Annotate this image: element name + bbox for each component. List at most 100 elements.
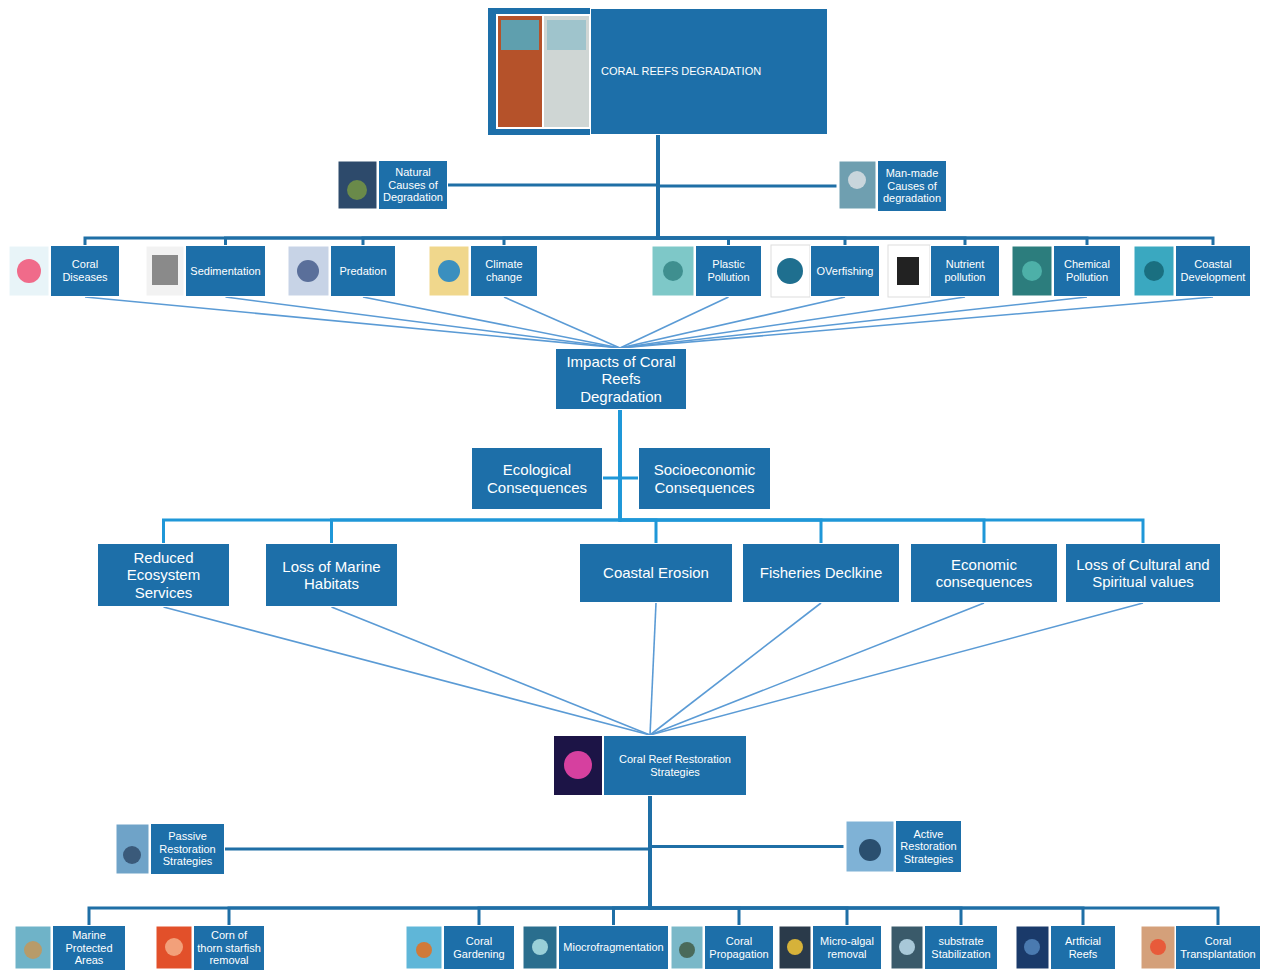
box-label: Coral Diseases: [54, 258, 116, 283]
icon: [152, 255, 178, 285]
box-label: OVerfishing: [817, 265, 874, 278]
cause-box: Coastal Development: [1175, 245, 1251, 297]
box-label: Predation: [339, 265, 386, 278]
connector: [89, 796, 650, 925]
title-box: CORAL REEFS DEGRADATION: [590, 8, 828, 135]
box-label: Socioeconomic Consequences: [642, 461, 767, 496]
cause-box: Predation: [330, 245, 396, 297]
strategy-item: Coral Gardening: [443, 925, 515, 970]
connector: [620, 410, 638, 478]
connector: [650, 796, 1083, 925]
connector: [164, 410, 621, 543]
box-label: Micro-algal removal: [816, 935, 878, 960]
icon: [848, 171, 866, 189]
icon: [532, 939, 548, 955]
cause-box: Chemical Pollution: [1053, 245, 1121, 297]
connector: [85, 297, 620, 348]
reef-photo: [543, 15, 590, 128]
box-label: Coastal Development: [1179, 258, 1247, 283]
connector: [504, 135, 658, 245]
connector: [658, 135, 845, 245]
cause-box: Plastic Pollution: [695, 245, 762, 297]
icon: [859, 839, 881, 861]
box-label: Coral Reef Restoration Strategies: [607, 753, 743, 778]
strategy-item: substrate Stabilization: [924, 925, 998, 970]
box-label: Climate change: [474, 258, 534, 283]
strategy-box: Coral Reef Restoration Strategies: [603, 735, 747, 796]
box-label: Artficial Reefs: [1054, 935, 1112, 960]
icon: [778, 925, 812, 970]
strategy-item: Marine Protected Areas: [52, 925, 126, 971]
box-label: Loss of Marine Habitats: [269, 558, 394, 593]
consequence-box: Fisheries Declkine: [742, 543, 900, 603]
icon: [845, 820, 895, 873]
icon: [663, 261, 683, 281]
box-label: Corn of thorn starfish removal: [197, 929, 261, 967]
connector: [504, 297, 620, 348]
title-panel: [488, 8, 590, 135]
strategy-item: Coral Propagation: [704, 925, 774, 970]
icon: [771, 245, 810, 297]
icon: [287, 245, 330, 297]
icon: [522, 925, 558, 970]
icon: [890, 925, 924, 970]
strategy-item: Coral Transplantation: [1175, 925, 1261, 970]
cause-box: OVerfishing: [810, 245, 880, 297]
icon: [1024, 939, 1040, 955]
icon: [416, 942, 432, 958]
icon: [899, 939, 915, 955]
box-label: Natural Causes of Degradation: [382, 166, 444, 204]
icon: [8, 245, 50, 297]
icon: [17, 259, 41, 283]
reef-photo: [547, 20, 586, 50]
icon: [337, 160, 378, 210]
icon: [888, 245, 930, 297]
box-label: Impacts of Coral Reefs Degradation: [559, 353, 683, 405]
box-label: substrate Stabilization: [928, 935, 994, 960]
connector: [650, 796, 847, 925]
consequence-box: Economic consequences: [910, 543, 1058, 603]
connector: [363, 297, 620, 348]
cause-box: Coral Diseases: [50, 245, 120, 297]
connector: [620, 297, 845, 348]
icon: [155, 925, 193, 970]
box-label: Coral Gardening: [447, 935, 511, 960]
consequence-box: Loss of Cultural and Spiritual values: [1065, 543, 1221, 603]
icon: [670, 925, 704, 970]
icon: [1011, 245, 1053, 297]
connector: [650, 796, 1218, 925]
box-label: Coral Propagation: [708, 935, 770, 960]
consequence-box: Loss of Marine Habitats: [265, 543, 398, 607]
connector: [650, 603, 1143, 735]
cause-box: Nutrient pollution: [930, 245, 1000, 297]
icon: [897, 257, 919, 285]
box-label: Chemical Pollution: [1057, 258, 1117, 283]
category-box: Passive Restoration Strategies: [150, 823, 225, 875]
box-label: Nutrient pollution: [934, 258, 996, 283]
icon: [1144, 261, 1164, 281]
icon: [145, 245, 185, 297]
connector: [620, 297, 1213, 348]
reef-photo: [501, 20, 539, 50]
connector: [332, 607, 651, 735]
connector: [229, 796, 650, 925]
box-label: Sedimentation: [190, 265, 260, 278]
box-label: Reduced Ecosystem Services: [101, 549, 226, 601]
connector: [650, 603, 656, 735]
connector: [332, 410, 621, 543]
reef-photo: [497, 15, 543, 128]
icon: [165, 938, 183, 956]
consequence-box: Coastal Erosion: [579, 543, 733, 603]
category-box: Ecological Consequences: [471, 447, 603, 510]
strategy-item: Corn of thorn starfish removal: [193, 925, 265, 971]
connector: [85, 135, 658, 245]
icon: [347, 180, 367, 200]
connector: [448, 135, 658, 185]
icon: [1150, 939, 1166, 955]
category-box: Active Restoration Strategies: [895, 820, 962, 873]
icon: [14, 925, 52, 970]
connector: [658, 135, 1087, 245]
box-label: Man-made Causes of degradation: [881, 167, 943, 205]
connector: [225, 796, 650, 849]
cause-box: Sedimentation: [185, 245, 266, 297]
